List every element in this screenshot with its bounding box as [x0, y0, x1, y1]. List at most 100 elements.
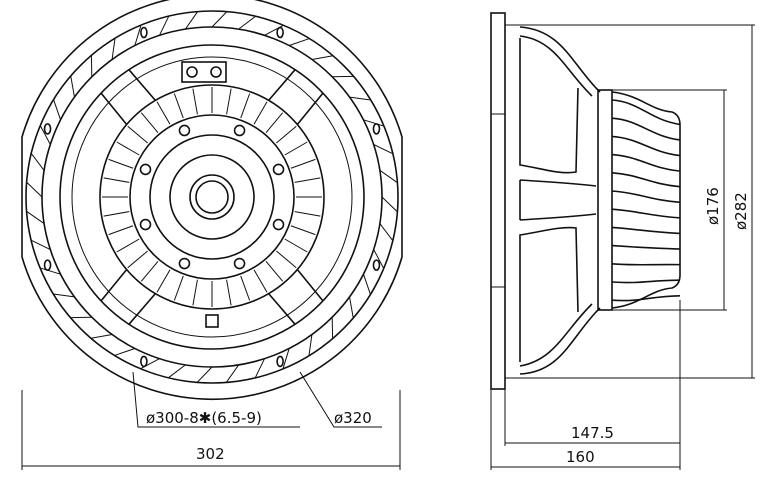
- magnet-outline: [611, 91, 681, 309]
- magnet-fin: [173, 275, 184, 301]
- frame-rib: [26, 210, 45, 225]
- magnet-fin: [240, 275, 251, 301]
- magnet-fin: [276, 250, 297, 269]
- frame-rib: [225, 364, 240, 383]
- frame-rib: [30, 153, 45, 171]
- outer-diameter-label: ø320: [334, 409, 372, 427]
- magnet-outer-ring: [99, 84, 325, 310]
- basket-spoke: [100, 269, 128, 302]
- basket-upper-window: [519, 38, 579, 174]
- side-fin: [611, 117, 681, 141]
- magnet-fin: [265, 112, 284, 133]
- frame-rib: [53, 293, 75, 298]
- frame-outer-ring: [25, 10, 399, 384]
- side-fin: [611, 244, 681, 250]
- magnet-fin: [192, 279, 198, 306]
- frame-rib: [168, 364, 186, 379]
- vent-hole: [195, 180, 229, 214]
- frame-outline: [21, 0, 403, 401]
- frame-rib: [90, 334, 113, 339]
- magnet-diameter-label: ø176: [704, 187, 722, 225]
- side-fin: [611, 294, 681, 302]
- total-depth-label: 160: [566, 448, 595, 466]
- magnet-fin: [116, 141, 140, 156]
- side-fin: [611, 190, 681, 204]
- bolt-hole: [233, 124, 246, 137]
- frame-rib: [70, 75, 75, 98]
- mounting-hole: [372, 259, 381, 271]
- basket-diameter-label: ø282: [732, 192, 750, 230]
- magnet-fin: [173, 93, 184, 119]
- magnet-fin: [108, 158, 134, 169]
- magnet-fin: [253, 269, 268, 293]
- bolt-hole: [139, 218, 152, 231]
- bolt-hole: [272, 163, 285, 176]
- side-view: [490, 12, 681, 390]
- frame-rib: [379, 223, 394, 241]
- side-fin: [611, 172, 681, 188]
- side-fin: [611, 99, 681, 126]
- mounting-hole: [140, 355, 148, 368]
- side-fin: [611, 135, 681, 157]
- frame-rib: [381, 196, 398, 213]
- mounting-hole-leader: [132, 371, 300, 428]
- magnet-fin: [294, 177, 321, 183]
- magnet-fin: [108, 225, 134, 236]
- mounting-hole: [43, 259, 52, 271]
- magnet-cooling-fins: [611, 99, 681, 302]
- magnet-diameter-dimension: [612, 89, 727, 311]
- frame-rib: [238, 15, 256, 30]
- depth-label: 147.5: [571, 424, 614, 442]
- side-fin: [611, 263, 681, 266]
- width-dimension-line: [21, 390, 401, 470]
- bolt-hole: [233, 257, 246, 270]
- magnet-fin: [140, 112, 159, 133]
- magnet-fin: [156, 269, 171, 293]
- frame-rib: [26, 181, 43, 198]
- frame-rib: [140, 358, 160, 370]
- basket-center-spoke: [519, 179, 597, 221]
- basket-inner-ring: [71, 56, 353, 338]
- magnet-fin: [253, 101, 268, 125]
- frame-rib: [254, 358, 265, 379]
- frame-rib: [211, 11, 228, 28]
- terminal-right: [210, 66, 222, 78]
- magnet-fin: [103, 177, 130, 183]
- mounting-holes: [43, 26, 381, 368]
- magnet-fin: [240, 93, 251, 119]
- basket-spoke: [296, 92, 324, 125]
- magnet-fin: [284, 238, 308, 253]
- pole-ring: [169, 154, 255, 240]
- frame-rib: [308, 334, 313, 356]
- frame-rib: [311, 55, 334, 60]
- top-plate: [597, 89, 613, 311]
- frame-rib: [264, 24, 284, 36]
- bolt-hole: [178, 257, 191, 270]
- magnet-fin: [226, 88, 232, 115]
- frame-inner-ring: [41, 26, 383, 368]
- frame-rib: [134, 24, 142, 46]
- frame-rib: [349, 96, 371, 101]
- basket-spoke: [128, 293, 156, 325]
- front-flange: [490, 12, 506, 390]
- frame-rib: [379, 169, 398, 184]
- side-fin: [611, 153, 681, 172]
- frame-rib: [39, 125, 51, 145]
- terminal-block: [181, 61, 227, 83]
- bolt-hole: [178, 124, 191, 137]
- bolt-hole: [139, 163, 152, 176]
- magnet-fin: [226, 279, 232, 306]
- magnet-fin: [127, 125, 148, 144]
- magnet-fin: [156, 101, 171, 125]
- basket-spoke: [268, 293, 296, 325]
- bottom-tab: [205, 314, 219, 328]
- width-label: 302: [196, 445, 225, 463]
- mounting-hole: [372, 123, 381, 135]
- side-fin: [611, 208, 681, 219]
- frame-rib: [184, 11, 199, 30]
- mounting-holes-label: ø300-8✱(6.5-9): [146, 409, 262, 427]
- mounting-hole: [140, 26, 148, 39]
- frame-rib: [373, 249, 385, 269]
- frame-rib: [111, 38, 116, 60]
- side-fin: [611, 226, 681, 235]
